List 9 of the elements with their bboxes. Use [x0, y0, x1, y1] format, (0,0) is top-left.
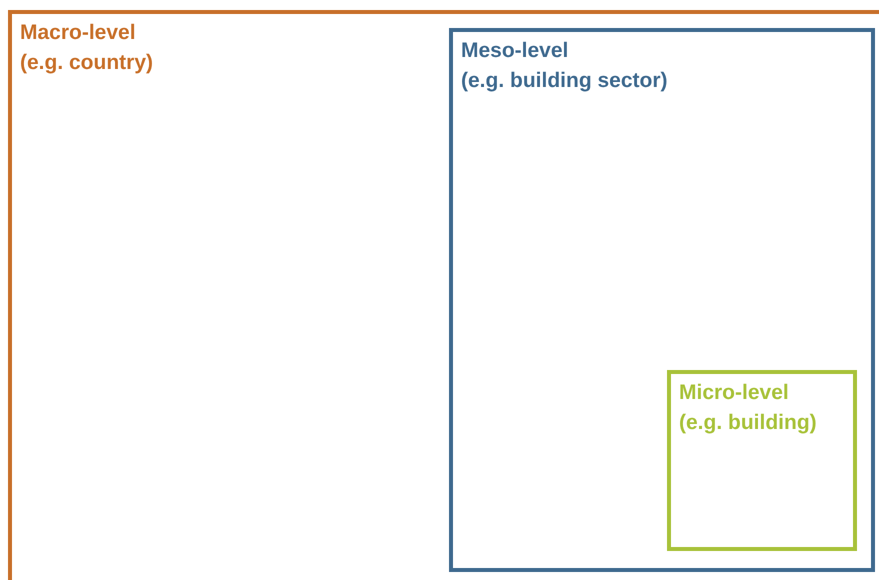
micro-level-frame — [667, 370, 857, 551]
meso-level-frame — [449, 28, 875, 572]
level-example: (e.g. building) — [679, 410, 818, 436]
level-heading: Meso-level — [461, 38, 570, 64]
macro-level-frame — [8, 10, 879, 580]
level-heading: Micro-level — [679, 380, 790, 406]
level-example: (e.g. country) — [20, 50, 154, 76]
level-heading: Macro-level — [20, 20, 137, 46]
level-example: (e.g. building sector) — [461, 68, 669, 94]
